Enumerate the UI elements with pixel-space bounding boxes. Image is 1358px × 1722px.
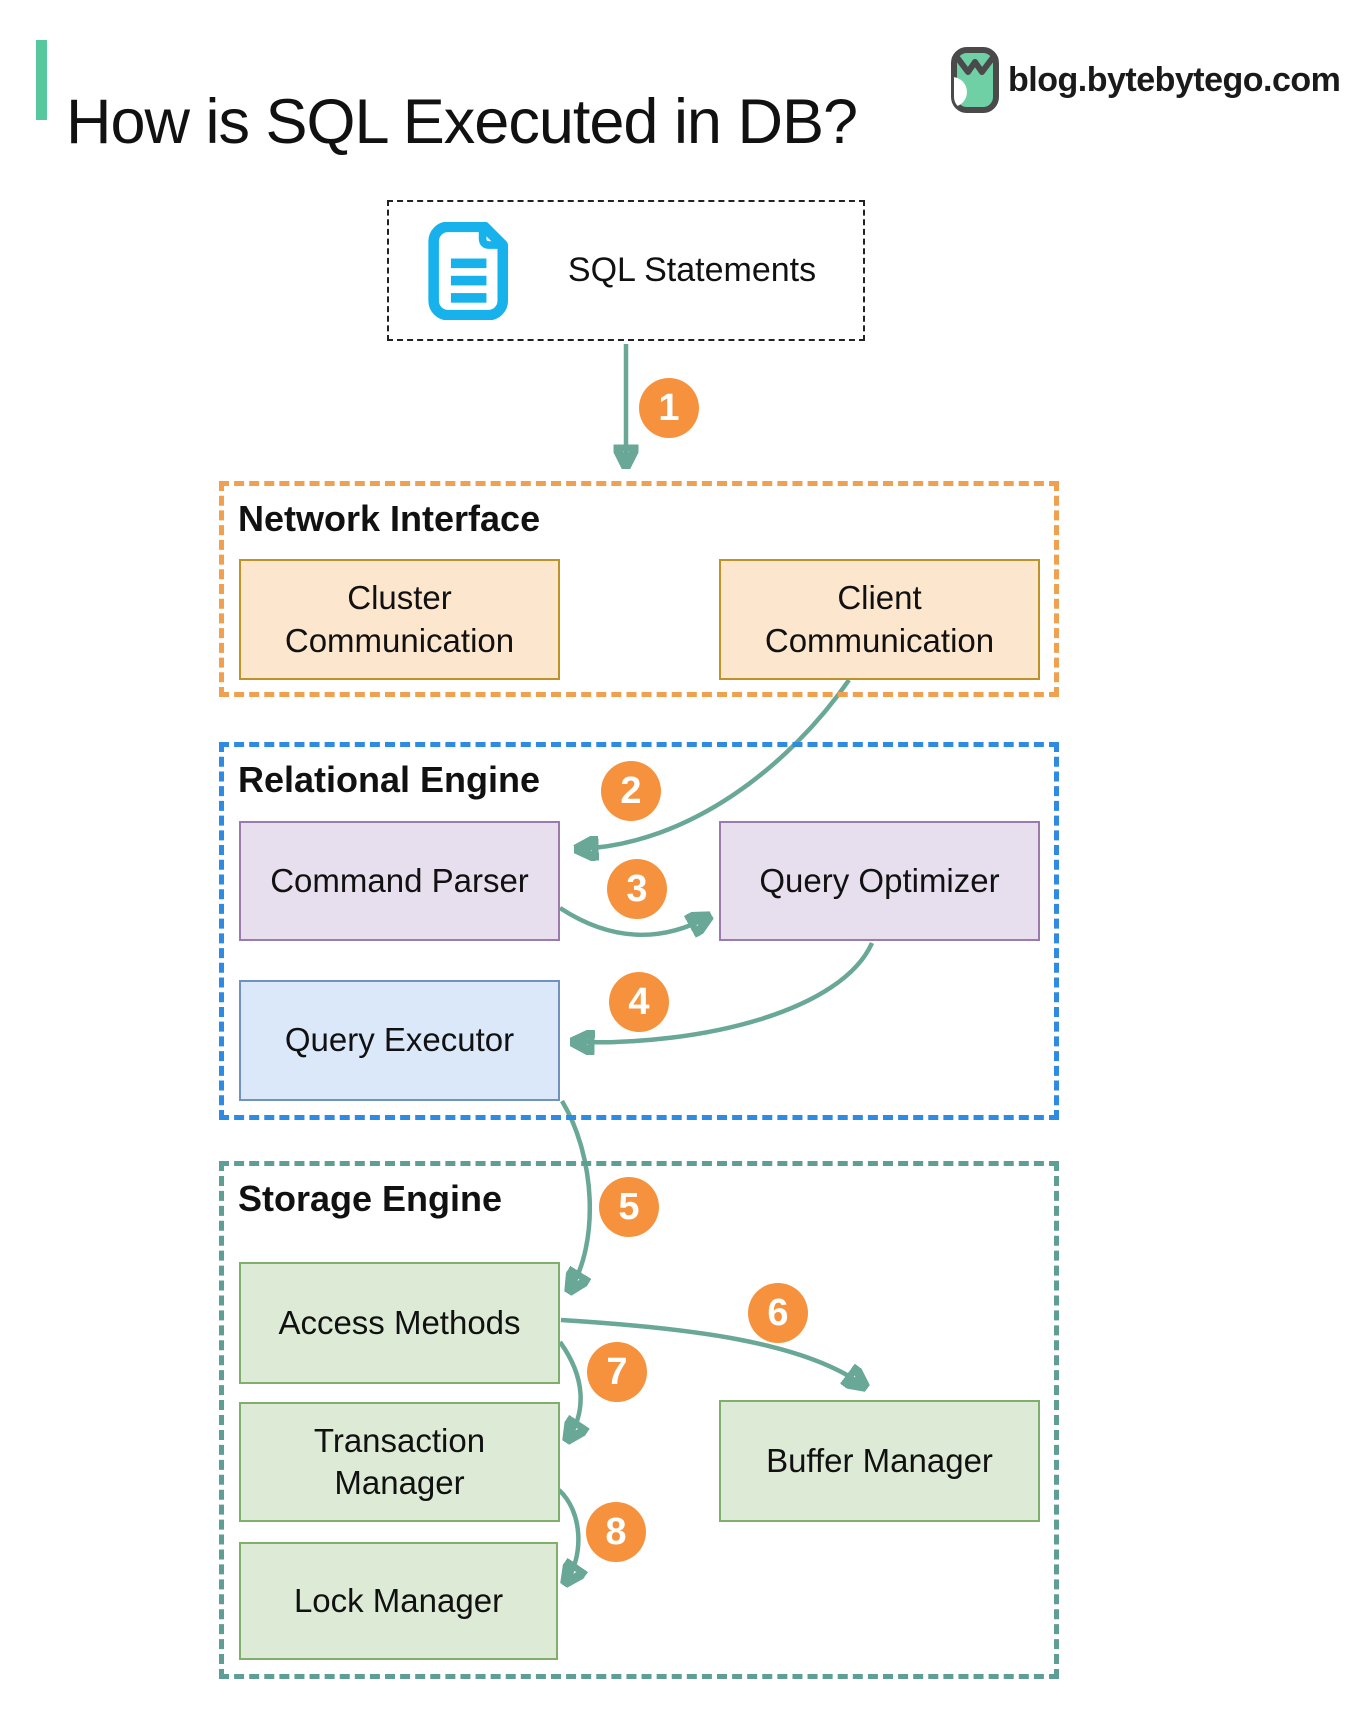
node-label: Client Communication (764, 579, 995, 659)
section-title-relational-engine: Relational Engine (238, 759, 541, 800)
section-storage-engine: Storage Engine Access Methods Transactio… (219, 1161, 1059, 1679)
node-transaction-manager: Transaction Manager (239, 1402, 560, 1522)
section-relational-engine: Relational Engine Command Parser Query O… (219, 742, 1059, 1120)
node-label: Cluster Communication (284, 579, 515, 659)
node-label: Access Methods (278, 1303, 521, 1341)
title-accent-bar (36, 40, 47, 120)
step-badge-4: 4 (609, 972, 669, 1032)
node-label: Command Parser (270, 861, 529, 899)
node-label: Buffer Manager (766, 1441, 993, 1479)
document-icon (428, 221, 509, 320)
step-badge-1: 1 (639, 378, 699, 438)
node-cluster-communication: Cluster Communication (239, 559, 560, 680)
node-label: Transaction Manager (313, 1421, 486, 1501)
section-network-interface: Network Interface Cluster Communication … (219, 481, 1059, 697)
node-label: Lock Manager (293, 1581, 504, 1619)
node-client-communication: Client Communication (719, 559, 1040, 680)
bytebytego-owl-icon (951, 47, 999, 113)
step-badge-5: 5 (599, 1177, 659, 1237)
sql-statements-box: SQL Statements (387, 200, 865, 341)
step-badge-6: 6 (748, 1283, 808, 1343)
bytebytego-logo: blog.bytebytego.com (950, 46, 1341, 114)
site-url-label: blog.bytebytego.com (1008, 60, 1341, 99)
node-access-methods: Access Methods (239, 1262, 560, 1384)
node-buffer-manager: Buffer Manager (719, 1400, 1040, 1522)
step-badge-8: 8 (586, 1502, 646, 1562)
node-label: Query Executor (284, 1021, 515, 1059)
node-lock-manager: Lock Manager (239, 1542, 558, 1660)
node-query-executor: Query Executor (239, 980, 560, 1101)
step-badge-3: 3 (607, 859, 667, 919)
step-badge-7: 7 (587, 1342, 647, 1402)
step-badge-2: 2 (601, 761, 661, 821)
section-title-storage-engine: Storage Engine (238, 1178, 503, 1219)
node-label: Query Optimizer (759, 861, 1000, 899)
node-query-optimizer: Query Optimizer (719, 821, 1040, 941)
section-title-network-interface: Network Interface (238, 498, 541, 539)
node-command-parser: Command Parser (239, 821, 560, 941)
sql-statements-label: SQL Statements (567, 251, 817, 289)
page-title: How is SQL Executed in DB? (66, 87, 858, 158)
